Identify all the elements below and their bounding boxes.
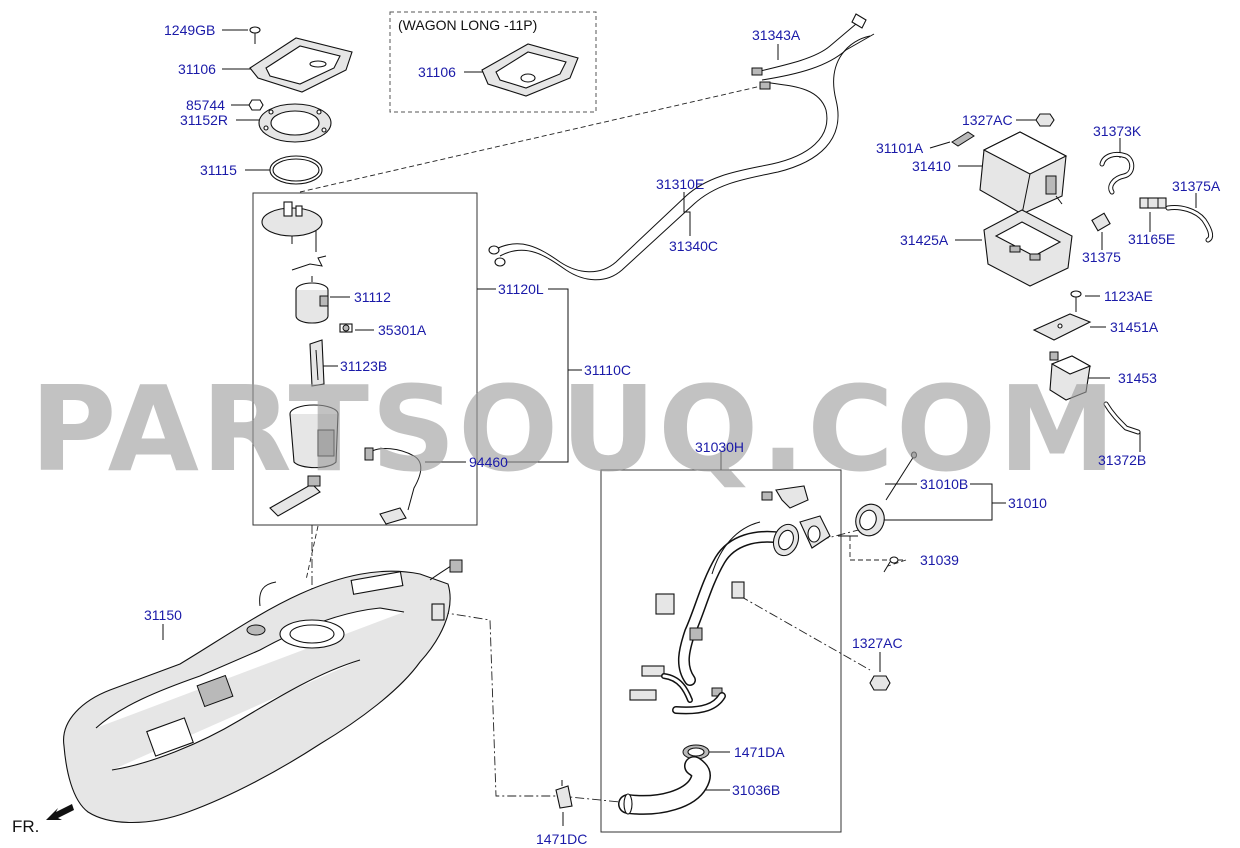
nut-1327ac-bottom[interactable] [869,675,891,691]
front-direction-arrow-icon [46,804,74,820]
fuel-pump-31112[interactable] [295,276,329,324]
cover-plate-31106-wagon[interactable] [481,43,579,97]
callout-31165e[interactable]: 31165E [1128,231,1175,247]
callout-31110c[interactable]: 31110C [584,362,631,378]
callout-31340c[interactable]: 31340C [669,238,718,254]
fuel-pump-module-box [252,192,478,526]
dashed-connection-lines [299,83,907,803]
filter-31453[interactable] [1049,351,1092,401]
callout-35301a[interactable]: 35301A [378,322,427,338]
callout-31410[interactable]: 31410 [912,158,951,174]
bracket-wire[interactable] [291,255,327,271]
front-label: FR. [12,817,39,836]
sender-wire-94460[interactable] [364,447,422,525]
callout-31010[interactable]: 31010 [1008,495,1047,511]
filler-hose-31036b[interactable] [618,756,711,815]
filler-bracket[interactable] [799,515,831,549]
callout-31036b[interactable]: 31036B [732,782,780,798]
callout-1471dc[interactable]: 1471DC [536,831,587,847]
gasket-31115[interactable] [269,155,323,185]
valve-31375[interactable] [1091,212,1111,232]
callout-1327ac-top[interactable]: 1327AC [962,112,1013,128]
callout-labels: 1249GB 31106 31106 85744 31152R 31115 31… [144,22,1221,847]
callout-31310e[interactable]: 31310E [656,176,704,192]
callout-31010b[interactable]: 31010B [920,476,968,492]
callout-94460[interactable]: 94460 [469,454,508,470]
fitting-31165e[interactable] [1139,197,1167,209]
hose-31372b[interactable] [1103,401,1141,435]
callout-31152r[interactable]: 31152R [180,112,228,128]
callout-31106-wagon[interactable]: 31106 [418,64,456,80]
leader-lines [162,29,1197,826]
canister-bracket-31425a[interactable] [983,209,1073,287]
vent-hose[interactable] [661,673,726,715]
callout-31039[interactable]: 31039 [920,552,959,568]
variant-note: (WAGON LONG -11P) [398,17,537,33]
sensor-35301a[interactable] [339,323,353,333]
hose-31373k[interactable] [1099,151,1135,195]
fuel-filter-strainer[interactable] [269,475,321,517]
clamp-bracket-top[interactable] [761,485,809,509]
nut-1327ac-top[interactable] [1035,113,1055,127]
callout-31343a[interactable]: 31343A [752,27,801,43]
fuel-tank-31150[interactable] [63,559,463,823]
callout-31101a[interactable]: 31101A [876,140,924,156]
callout-31150[interactable]: 31150 [144,607,182,623]
callout-1123ae[interactable]: 1123AE [1104,288,1153,304]
filler-pipe-31030h[interactable] [678,521,803,686]
retainer-ring-31152r[interactable] [258,103,332,143]
callout-31120l[interactable]: 31120L [498,281,544,297]
callout-31030h[interactable]: 31030H [695,439,744,455]
nut-85744[interactable] [248,99,264,111]
fuel-line-31343a[interactable] [751,13,875,90]
callout-31373k[interactable]: 31373K [1093,123,1142,139]
connector-cluster[interactable] [629,581,745,701]
callout-1249gb[interactable]: 1249GB [164,22,215,38]
clip-1471dc[interactable] [555,780,573,809]
callout-31115[interactable]: 31115 [200,162,237,178]
callout-31372b[interactable]: 31372B [1098,452,1146,468]
callout-31451a[interactable]: 31451A [1110,319,1159,335]
cover-plate-31106[interactable] [249,37,353,93]
hose-31375a[interactable] [1165,205,1214,243]
screw-31039[interactable] [883,556,899,573]
bracket-31451a[interactable] [1032,313,1092,341]
callout-31425a[interactable]: 31425A [900,232,949,248]
pad-31101a[interactable] [951,131,975,147]
fuel-lines-31310e-31340c[interactable] [488,35,871,281]
cap-tether-31010b[interactable] [885,451,917,501]
callout-31375[interactable]: 31375 [1082,249,1121,265]
front-indicator: FR. [12,804,74,836]
canister-31410[interactable] [979,131,1068,215]
callout-1471da[interactable]: 1471DA [734,744,785,760]
callout-31112[interactable]: 31112 [354,289,391,305]
callout-31106[interactable]: 31106 [178,61,216,77]
pump-flange[interactable] [261,201,323,252]
callout-31453[interactable]: 31453 [1118,370,1157,386]
callout-31123b[interactable]: 31123B [340,358,387,374]
bolt-1123ae[interactable] [1070,290,1082,312]
pump-reservoir[interactable] [289,404,339,469]
watermark: PARTSOUQ.COM [30,360,1118,498]
callout-85744[interactable]: 85744 [186,97,225,113]
callout-1327ac-bottom[interactable]: 1327AC [852,635,903,651]
fuel-cap-31010[interactable] [851,500,888,540]
wagon-long-variant-box [389,11,597,113]
callout-31375a[interactable]: 31375A [1172,178,1221,194]
filter-clip-31123b[interactable] [309,339,325,387]
bolt-1249gb[interactable] [249,26,261,44]
